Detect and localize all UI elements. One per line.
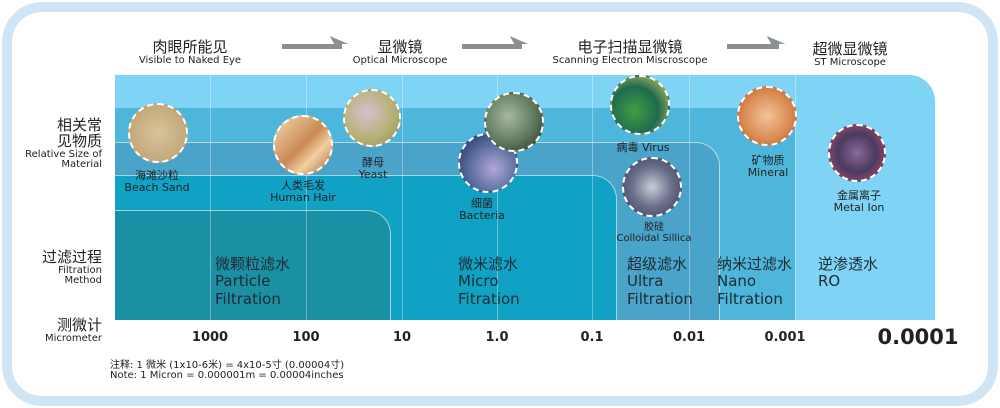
material-en: Mineral bbox=[747, 166, 789, 180]
note-zh: 注释: 1 微米 (1x10-6米) = 4x10-5寸 (0.00004寸) bbox=[110, 360, 345, 371]
stage-st: 超微显微镜 ST Microscope bbox=[790, 40, 910, 68]
material-zh: 金属离子 bbox=[837, 189, 881, 202]
side-label-micrometer: 测微计 Micrometer bbox=[45, 316, 102, 344]
side-en: Filtration bbox=[58, 264, 102, 276]
grid-line bbox=[306, 75, 307, 320]
stage-en: Optical Microscope bbox=[352, 54, 448, 66]
stage-zh: 显微镜 bbox=[377, 38, 423, 56]
material-zh: 矿物质 bbox=[751, 154, 785, 167]
grid-line bbox=[210, 75, 211, 320]
material-zh: 人类毛发 bbox=[280, 179, 325, 192]
material-en: Human Hair bbox=[270, 191, 336, 205]
layer-particle bbox=[115, 210, 391, 320]
grid-line bbox=[402, 75, 403, 320]
grid-line bbox=[497, 75, 498, 320]
arrow-icon bbox=[282, 44, 342, 49]
filtration-en: Filtration bbox=[717, 289, 783, 308]
stage-en: Visible to Naked Eye bbox=[138, 54, 242, 66]
tick-label: 1.0 bbox=[485, 330, 509, 345]
stage-optical: 显微镜 Optical Microscope bbox=[340, 38, 460, 66]
beach-sand-image bbox=[128, 103, 188, 163]
material-en: Colloidal Sillica bbox=[616, 233, 692, 244]
material-zh: 海滩沙粒 bbox=[135, 169, 179, 182]
material-zh: 胶硅 bbox=[643, 222, 664, 233]
side-en: Method bbox=[64, 275, 102, 287]
material-en: Yeast bbox=[358, 168, 388, 182]
side-zh: 过滤过程 bbox=[41, 248, 102, 266]
filtration-en: RO bbox=[818, 272, 841, 291]
yeast-image bbox=[343, 89, 401, 147]
filtration-en: Filtration bbox=[627, 289, 693, 308]
stage-en: Scanning Electron Miscroscope bbox=[552, 54, 708, 66]
virus-image bbox=[610, 75, 670, 135]
side-en: Material bbox=[61, 159, 102, 170]
material-en: Metal Ion bbox=[833, 201, 885, 215]
stage-sem: 电子扫描显微镜 Scanning Electron Miscroscope bbox=[535, 38, 725, 66]
filtration-en: Ultra bbox=[627, 272, 664, 291]
filtration-zh: 逆渗透水 bbox=[818, 255, 879, 273]
stage-zh: 电子扫描显微镜 bbox=[577, 38, 683, 56]
grid-line bbox=[592, 75, 593, 320]
grid-line bbox=[795, 75, 796, 320]
side-zh: 见物质 bbox=[56, 131, 102, 150]
filtration-zh: 微米滤水 bbox=[458, 255, 519, 273]
filtration-en: Particle bbox=[215, 272, 271, 291]
stage-en: ST Microscope bbox=[814, 56, 886, 68]
mineral-image bbox=[737, 86, 797, 146]
side-en: Micrometer bbox=[45, 332, 102, 344]
tick-label: 100 bbox=[292, 330, 320, 345]
tick-label: 0.0001 bbox=[877, 325, 959, 349]
grid-line bbox=[689, 75, 690, 320]
material-en: Virus bbox=[641, 141, 670, 154]
arrow-icon bbox=[727, 44, 779, 49]
filtration-zh: 纳米过滤水 bbox=[717, 255, 793, 273]
bacteria-sem-image bbox=[484, 92, 544, 152]
filtration-en: Filtration bbox=[215, 289, 281, 308]
material-zh: 细菌 bbox=[471, 197, 493, 210]
tick-label: 10 bbox=[392, 330, 412, 345]
filtration-en: Fitration bbox=[458, 289, 520, 308]
material-en: Bacteria bbox=[459, 209, 505, 223]
stage-zh: 超微显微镜 bbox=[812, 40, 888, 58]
filtration-zh: 微颗粒滤水 bbox=[215, 255, 291, 273]
side-zh: 相关常 bbox=[56, 116, 102, 134]
filtration-zh: 超级滤水 bbox=[627, 255, 688, 273]
material-zh: 病毒 bbox=[616, 141, 639, 154]
side-zh: 测微计 bbox=[56, 316, 102, 334]
material-label: 病毒 Virus bbox=[616, 141, 670, 154]
filtration-en: Micro bbox=[458, 272, 499, 291]
tick-label: 0.001 bbox=[764, 330, 806, 345]
arrow-icon bbox=[462, 44, 522, 49]
side-label-size: 相关常 见物质 Relative Size of Material bbox=[25, 116, 102, 171]
material-en: Beach Sand bbox=[124, 181, 190, 195]
stage-zh: 肉眼所能见 bbox=[152, 38, 228, 56]
side-label-filtration: 过滤过程 Filtration Method bbox=[41, 248, 102, 287]
tick-label: 0.1 bbox=[580, 330, 604, 345]
tick-label: 0.01 bbox=[672, 330, 706, 345]
material-zh: 酵母 bbox=[362, 156, 384, 169]
stage-naked-eye: 肉眼所能见 Visible to Naked Eye bbox=[120, 38, 260, 66]
note-en: Note: 1 Micron = 0.000001m = 0.00004inch… bbox=[110, 370, 344, 381]
tick-label: 1000 bbox=[191, 330, 229, 345]
human-hair-image bbox=[273, 115, 333, 175]
filtration-en: Nano bbox=[717, 272, 757, 291]
side-en: Relative Size of bbox=[25, 148, 102, 160]
metal-ion-image bbox=[828, 124, 886, 182]
colloidal-silica-image bbox=[622, 157, 682, 217]
